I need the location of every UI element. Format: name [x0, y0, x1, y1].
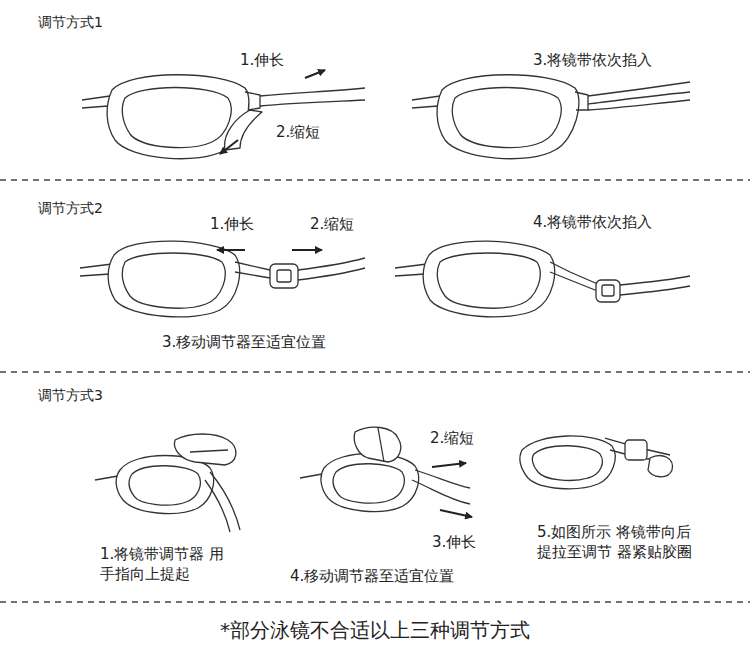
guide-line [432, 463, 466, 467]
goggle-part [620, 276, 690, 285]
callout-text: 1.伸长 [240, 50, 284, 70]
goggle-part [412, 480, 470, 504]
goggle-part [602, 285, 614, 296]
goggle-part [648, 456, 672, 477]
goggle-part [452, 88, 561, 148]
goggle-part [225, 110, 262, 150]
goggle-part [625, 440, 647, 460]
step-text: 4.将镜带依次掐入 [533, 212, 652, 232]
callout-text: 2.缩短 [310, 214, 354, 234]
goggle-part [550, 272, 600, 292]
guide-line [305, 70, 325, 78]
guide-line [292, 249, 322, 251]
goggle-part [298, 268, 365, 280]
goggle-part [235, 262, 270, 270]
goggle-part [354, 427, 401, 462]
goggle-part [82, 106, 108, 108]
goggle-part [575, 92, 588, 110]
goggle-part [80, 274, 110, 276]
section-heading: 调节方式1 [38, 12, 103, 32]
goggle-part [235, 272, 270, 278]
goggle-part [190, 450, 228, 452]
guide-line [440, 510, 472, 517]
goggle-part [588, 100, 690, 110]
goggle-part [260, 100, 365, 106]
callout-text: 2.缩短 [430, 428, 474, 448]
goggle-part [174, 434, 236, 465]
section-heading: 调节方式3 [38, 385, 103, 405]
step-text: 3.将镜带依次掐入 [533, 50, 652, 70]
goggle-part [620, 286, 690, 295]
footnote-caption: *部分泳镜不合适以上三种调节方式 [0, 617, 750, 643]
goggle-part [395, 264, 427, 268]
goggle-part [210, 472, 240, 530]
goggle-part [596, 280, 620, 302]
goggle-part [298, 258, 365, 270]
goggle-part [423, 241, 554, 317]
guide-line [0, 601, 750, 602]
guide-line [217, 249, 245, 251]
goggle-part [129, 466, 200, 505]
goggle-part [378, 428, 384, 462]
goggle-part [412, 106, 438, 108]
goggle-part [520, 436, 615, 489]
guide-line [220, 140, 238, 154]
goggle-part [122, 88, 231, 148]
goggle-part [333, 464, 404, 503]
goggle-part [532, 446, 602, 481]
goggle-part [395, 274, 425, 276]
goggle-part [277, 270, 291, 282]
step-text: 1.将镜带调节器 用手指向上提起 [100, 544, 226, 584]
goggle-part [300, 474, 322, 478]
section-heading: 调节方式2 [38, 198, 103, 218]
goggle-part [82, 96, 110, 100]
goggle-part [412, 96, 440, 100]
goggle-part [95, 476, 118, 480]
step-text: 5.如图所示 将镜带向后提拉至调节 器紧贴胶圈 [537, 522, 693, 562]
goggle-part [108, 241, 239, 317]
goggle-part [260, 88, 365, 96]
goggle-part [321, 454, 419, 512]
callout-text: 1.伸长 [210, 214, 254, 234]
callout-text: 3.伸长 [432, 532, 476, 552]
goggle-part [122, 253, 225, 308]
goggle-part [437, 75, 579, 159]
step-text: 3.移动调节器至适宜位置 [162, 332, 326, 352]
guide-line [0, 371, 750, 372]
goggle-part [116, 456, 213, 514]
callout-text: 2.缩短 [276, 122, 320, 142]
goggle-part [0, 70, 750, 602]
step-text: 4.移动调节器至适宜位置 [290, 566, 454, 586]
goggle-part [437, 253, 540, 308]
goggle-part [245, 92, 260, 110]
goggle-part [80, 264, 112, 268]
goggle-part [270, 264, 298, 288]
guide-line [0, 179, 750, 180]
goggle-part [205, 480, 230, 532]
